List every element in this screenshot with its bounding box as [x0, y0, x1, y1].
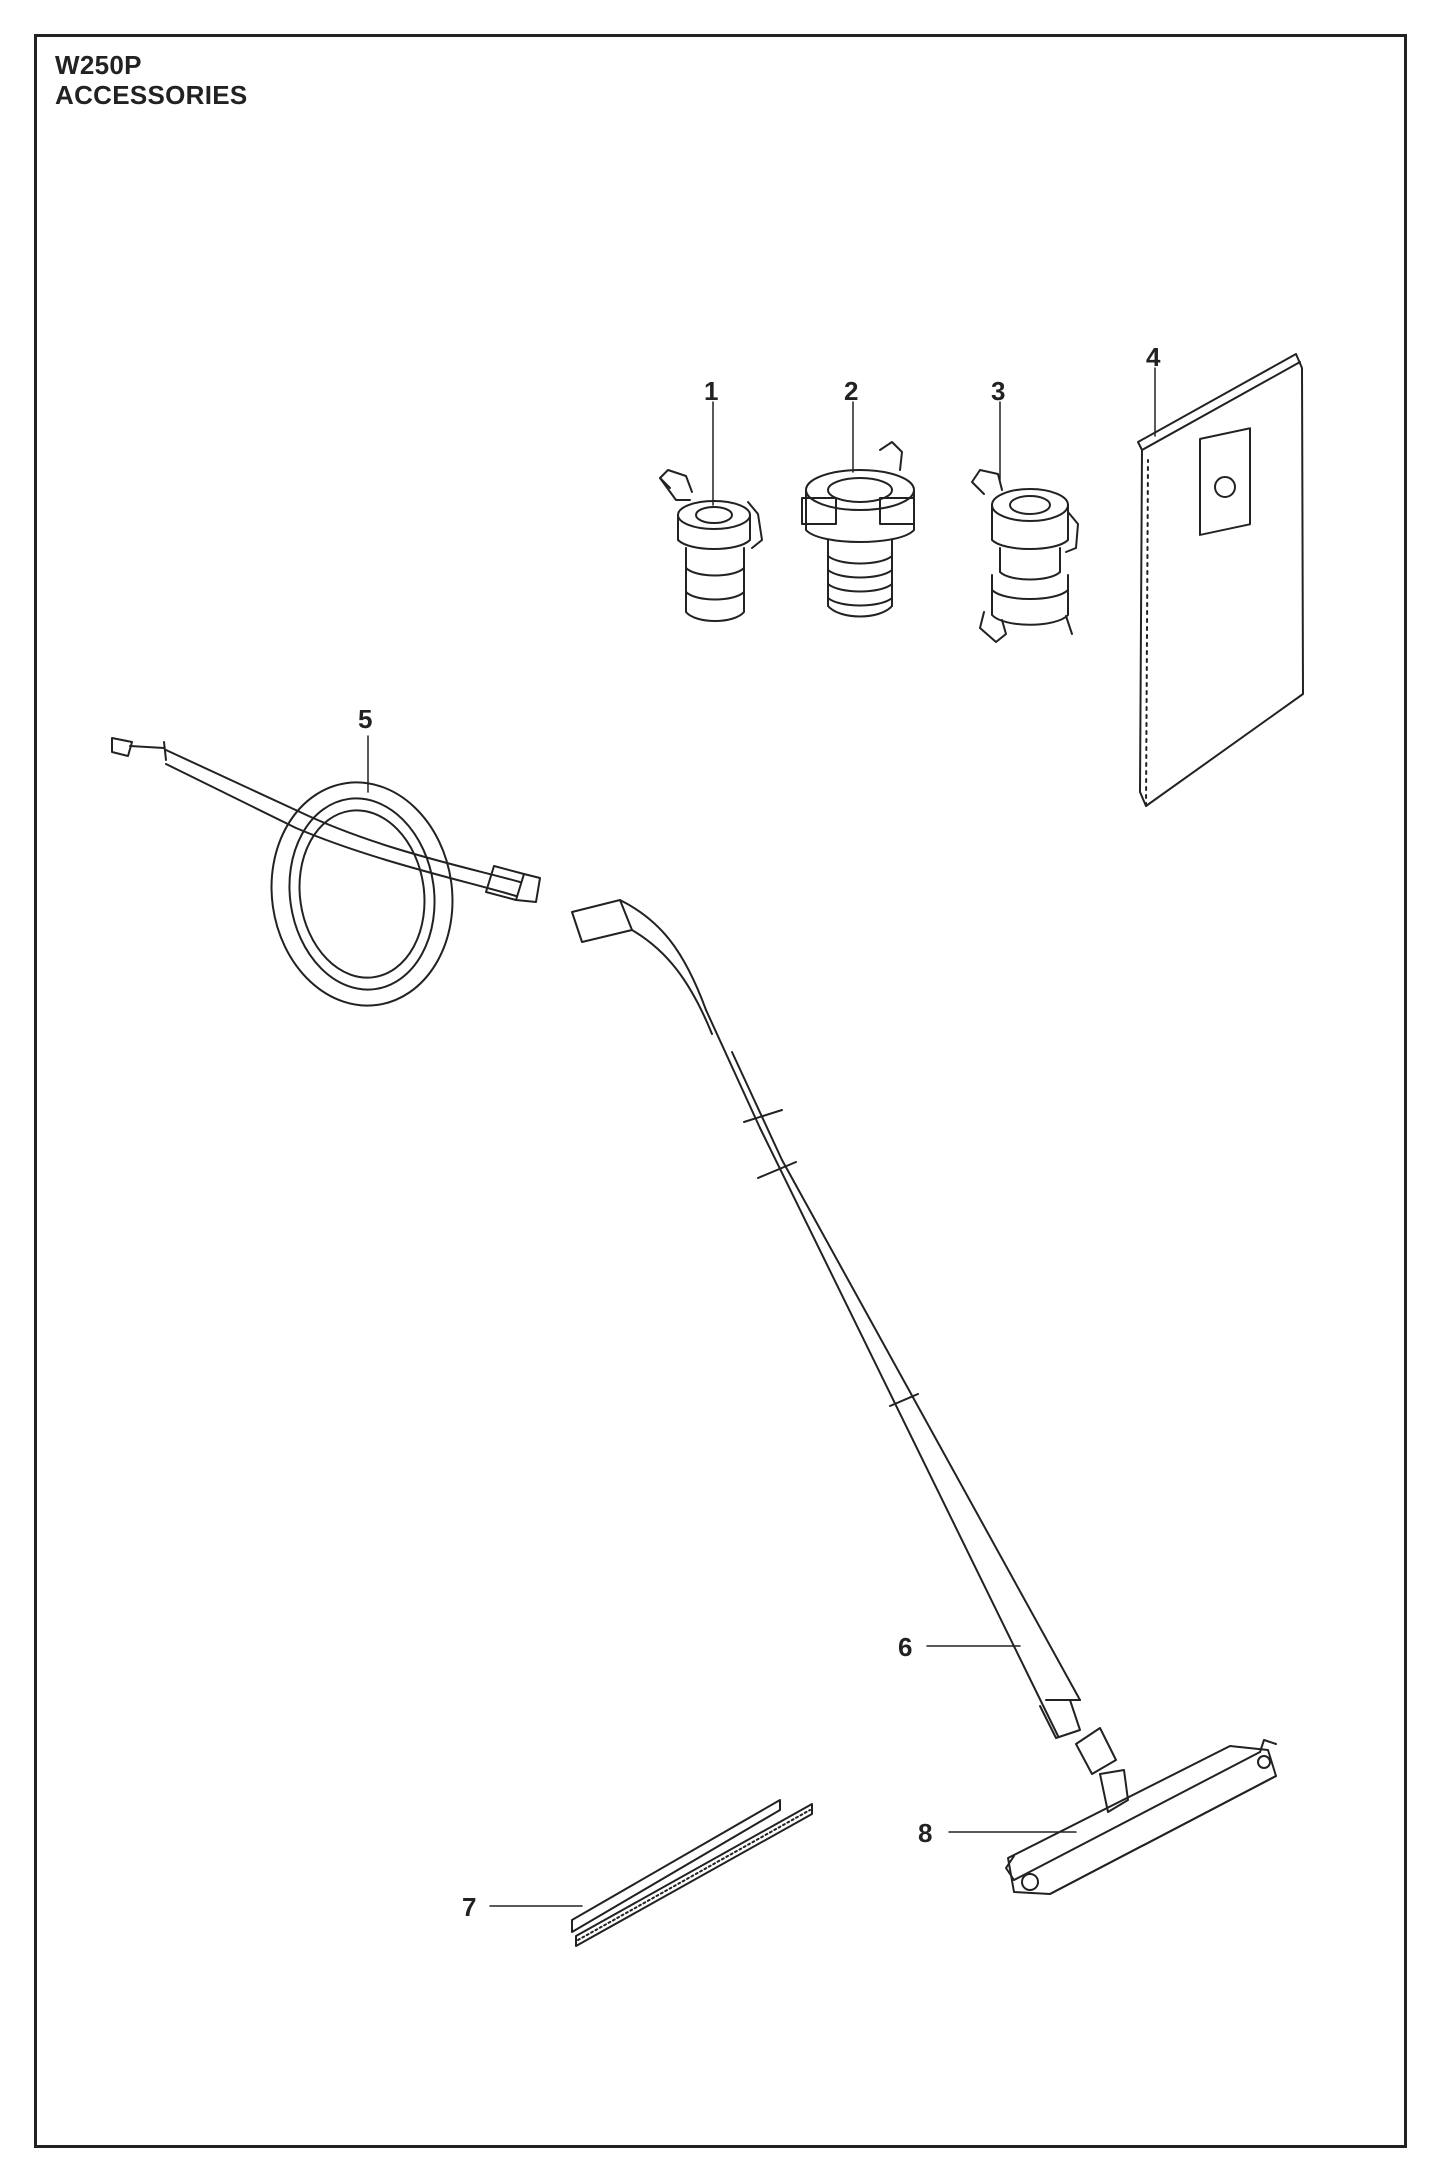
- part-7-squeegee-strips: [571, 1799, 813, 1947]
- part-8-floor-nozzle: [1005, 1727, 1277, 1895]
- part-1-coupling-hose-tail: [659, 469, 763, 622]
- part-2-threaded-coupling: [801, 441, 915, 618]
- model-label: W250P: [55, 50, 142, 80]
- callout-2: 2: [844, 376, 858, 406]
- page-frame: [34, 34, 1407, 2148]
- callout-8: 8: [918, 1818, 932, 1848]
- callout-6: 6: [898, 1632, 912, 1662]
- callouts: 1 2 3 4 5 6 7 8: [358, 342, 1161, 1922]
- leader-lines: [367, 367, 1156, 1907]
- page-title: W250P ACCESSORIES: [55, 50, 248, 110]
- callout-5: 5: [358, 704, 372, 734]
- part-4-filter-bag: [1137, 353, 1304, 807]
- part-6-suction-tubes: [571, 899, 1081, 1739]
- callout-3: 3: [991, 376, 1005, 406]
- callout-1: 1: [704, 376, 718, 406]
- part-5-coiled-hose: [111, 737, 541, 1007]
- callout-4: 4: [1146, 342, 1161, 372]
- callout-7: 7: [462, 1892, 476, 1922]
- section-label: ACCESSORIES: [55, 80, 248, 110]
- part-3-double-claw-coupling: [971, 469, 1079, 643]
